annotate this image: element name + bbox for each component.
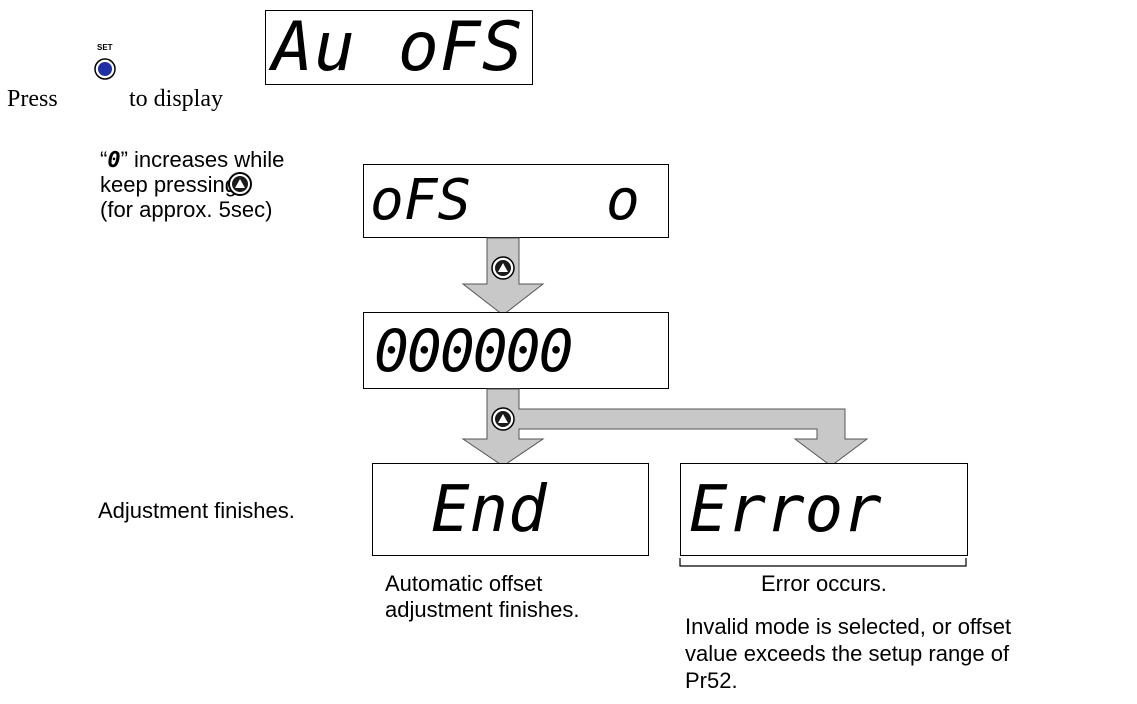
auto-offset-line-1: Automatic offset [385,571,543,596]
display-zeros-text: 000000 [374,316,574,385]
note-rest: ” increases while [120,147,285,172]
display-au-ofs-text: Au oFS. [272,10,532,85]
invalid-line-2: value exceeds the setup range of [685,641,1010,666]
auto-offset-line-2: adjustment finishes. [385,597,580,622]
invalid-line-1: Invalid mode is selected, or offset [685,614,1012,639]
set-button-circle [94,58,116,80]
display-zeros: 000000 [363,312,669,389]
note-line-2-text: keep pressing [100,172,237,197]
display-au-ofs: Au oFS. [265,10,533,85]
error-occurs-label: Error occurs. [761,571,887,596]
display-ofs-text: oFS o [370,168,640,233]
up-arrow-button-icon[interactable] [226,170,256,200]
note-line-2: keep pressing [100,172,237,198]
note-digit: 0 [107,148,121,173]
error-bracket [679,558,967,567]
adjustment-finishes-label: Adjustment finishes. [98,498,295,523]
display-ofs: oFS o [363,164,669,238]
display-error-text: Error [689,472,882,547]
set-button-icon[interactable]: SET [94,43,120,113]
note-line-1: “0” increases while [100,147,284,174]
display-end-text: End [431,472,547,547]
down-arrow-1 [461,237,545,316]
invalid-line-3: Pr52. [685,668,738,693]
display-end: End [372,463,649,556]
set-key-label: SET [97,43,113,52]
press-text: Press [7,86,58,112]
note-open-quote: “ [100,147,108,172]
to-display-text: to display [129,86,223,112]
display-error: Error [680,463,968,556]
branch-arrow [461,388,869,467]
note-line-3: (for approx. 5sec) [100,197,273,222]
